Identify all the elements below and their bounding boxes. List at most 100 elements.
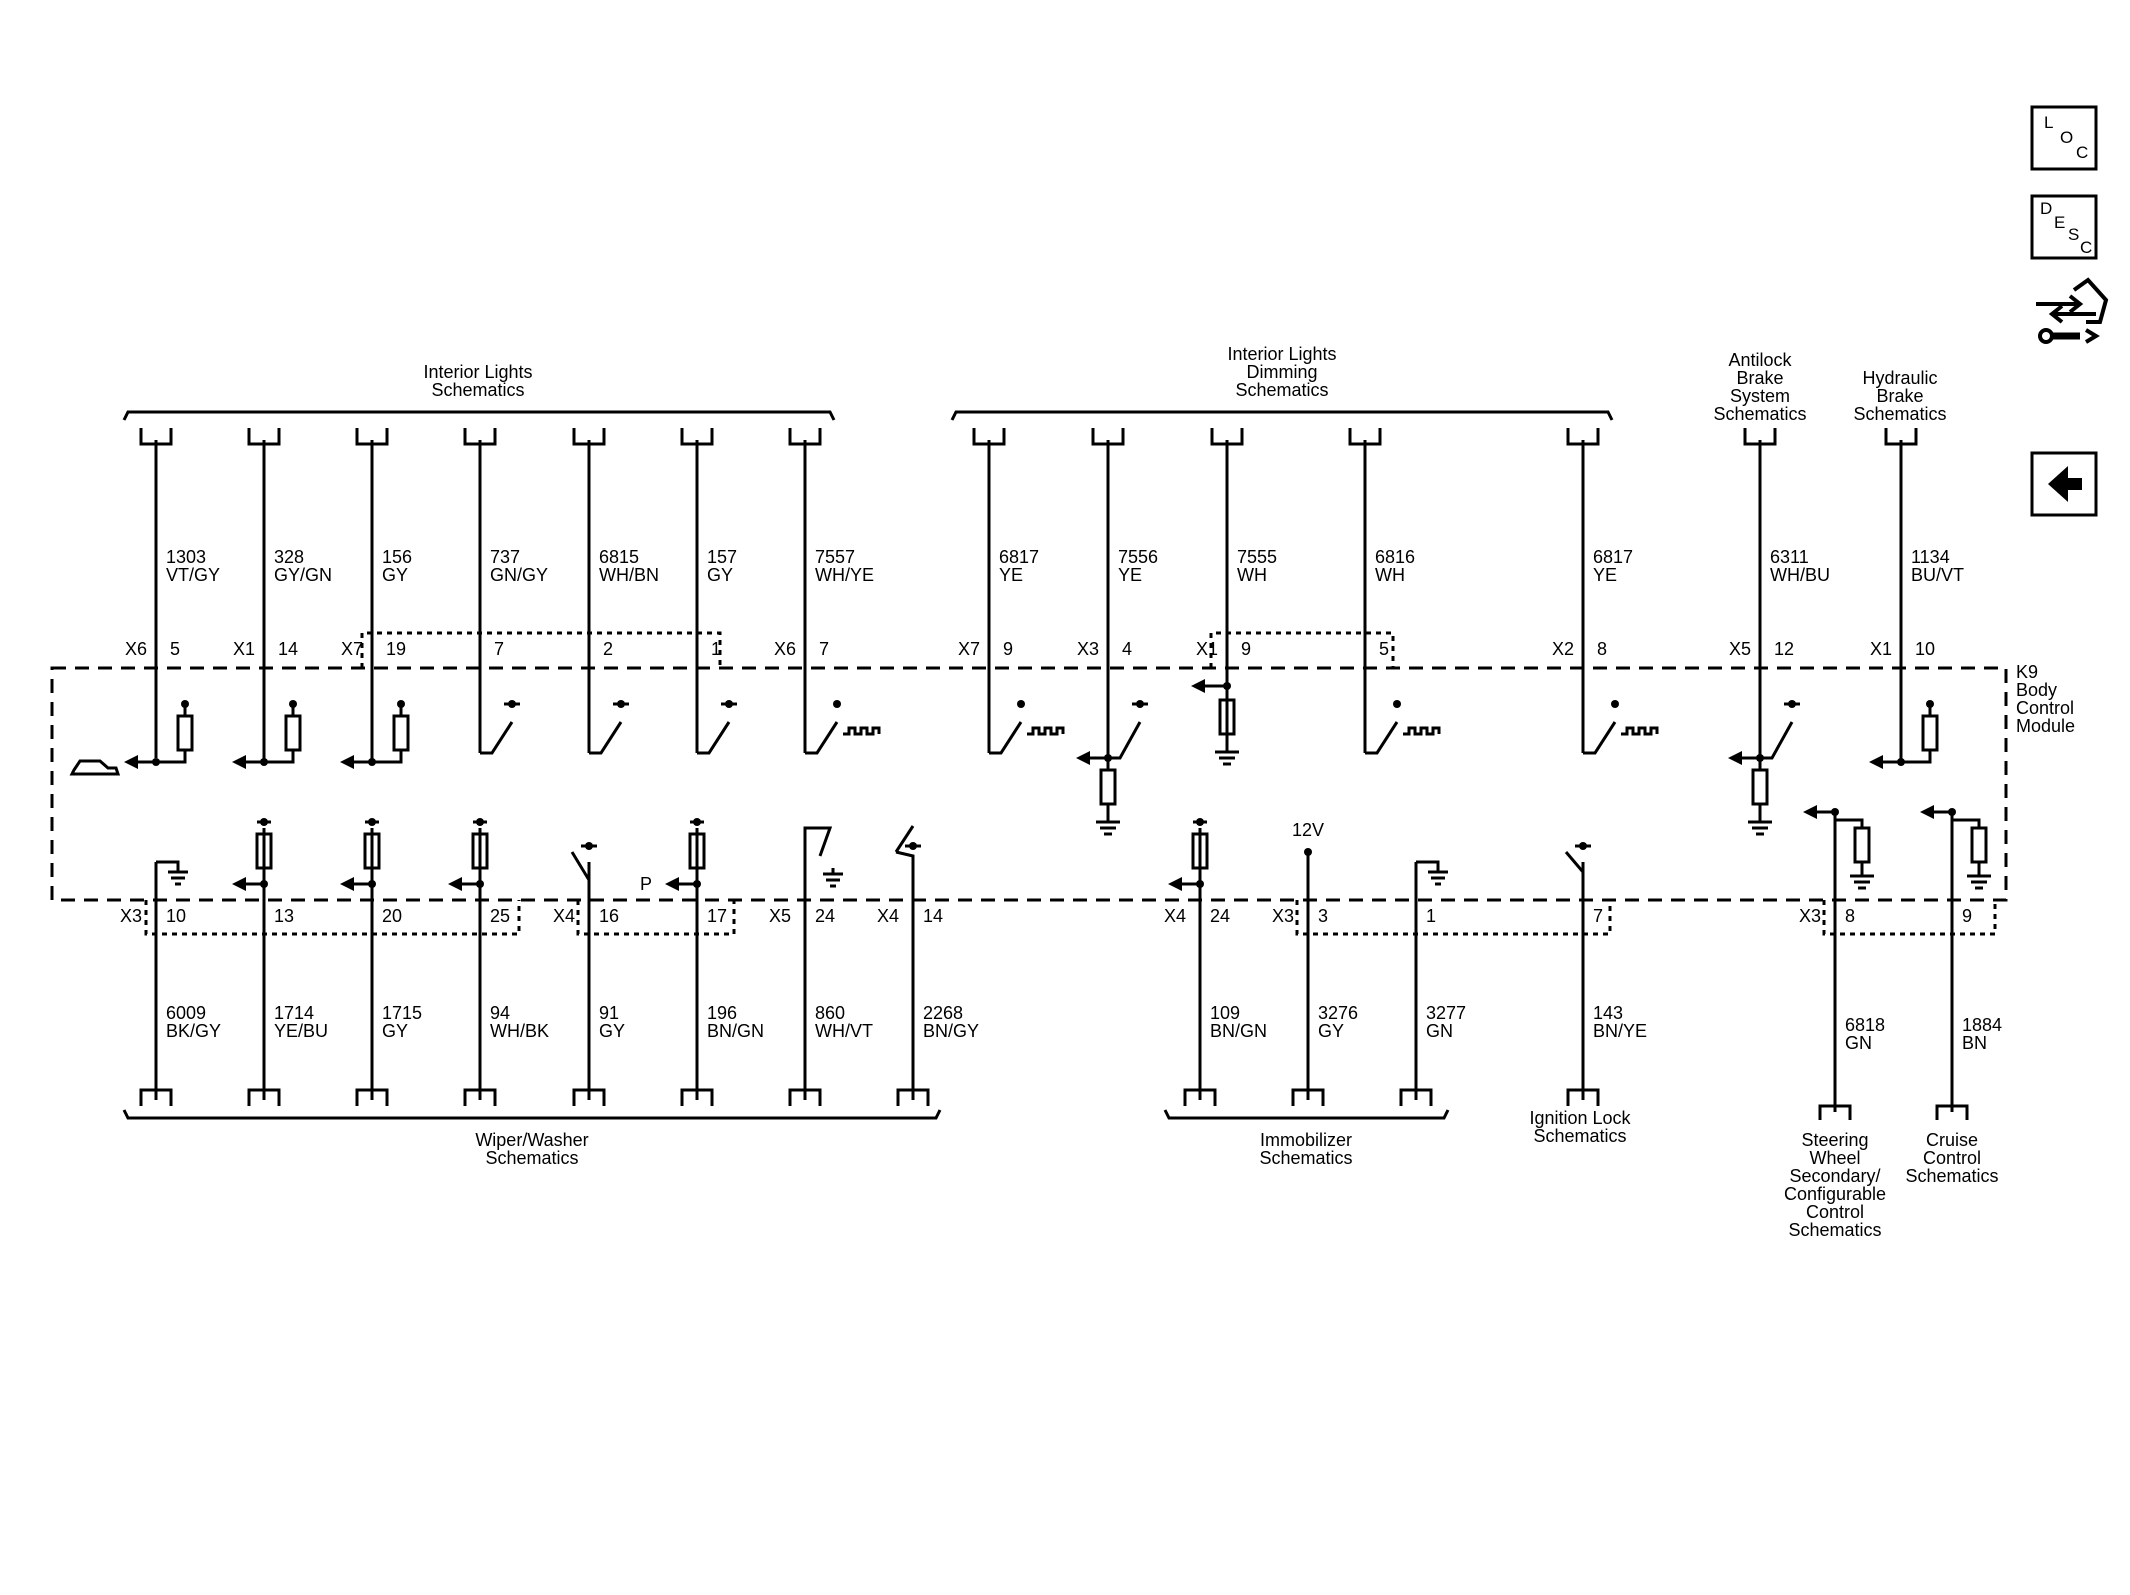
loc-letter-3: C xyxy=(2076,143,2088,162)
group-label-cruise-control: Schematics xyxy=(1905,1166,1998,1186)
connector-id: X4 xyxy=(1164,906,1186,926)
group-label-hydraulic-brake: Schematics xyxy=(1853,404,1946,424)
group-label-antilock-brake: Antilock xyxy=(1728,350,1792,370)
bottom-terminals xyxy=(139,1088,1969,1120)
wire-circuit-number: 1884 xyxy=(1962,1015,2002,1035)
pin-number: 20 xyxy=(382,906,402,926)
connector-id: X1 xyxy=(1870,639,1892,659)
wire-color-code: GN xyxy=(1426,1021,1453,1041)
bracket-interior-dimming xyxy=(950,410,1614,421)
bracket-immobilizer xyxy=(1163,1109,1450,1120)
wire-color-code: YE xyxy=(1118,565,1142,585)
wire-circuit-number: 860 xyxy=(815,1003,845,1023)
wire-circuit-number: 156 xyxy=(382,547,412,567)
desc-letter-4: C xyxy=(2080,238,2092,257)
group-label-immobilizer: Schematics xyxy=(1259,1148,1352,1168)
wire-color-code: WH/BU xyxy=(1770,565,1830,585)
desc-letter-1: D xyxy=(2040,199,2052,218)
desc-letter-3: S xyxy=(2068,225,2079,244)
wire-circuit-number: 109 xyxy=(1210,1003,1240,1023)
pin-number: 8 xyxy=(1845,906,1855,926)
connector-box-x4-wiper xyxy=(576,900,736,936)
pin-number: 2 xyxy=(603,639,613,659)
wire-color-code: GN xyxy=(1845,1033,1872,1053)
connector-box-x3-immob xyxy=(1295,900,1612,936)
connector-id: X3 xyxy=(1272,906,1294,926)
group-label-steering-wheel: Secondary/ xyxy=(1789,1166,1880,1186)
wire-circuit-number: 737 xyxy=(490,547,520,567)
pin-number: 14 xyxy=(278,639,298,659)
pin-number: 19 xyxy=(386,639,406,659)
pin-number: 25 xyxy=(490,906,510,926)
pin-number: 8 xyxy=(1597,639,1607,659)
connector-box-x3-steer xyxy=(1822,900,1997,936)
top-wire-lines xyxy=(154,440,1903,762)
desc-button[interactable]: D E S C xyxy=(2040,199,2092,257)
connector-id: X3 xyxy=(120,906,142,926)
wire-color-code: BN/GN xyxy=(707,1021,764,1041)
bracket-interior-lights xyxy=(122,410,836,421)
module-label: Control xyxy=(2016,698,2074,718)
pin-number: 4 xyxy=(1122,639,1132,659)
wire-color-code: WH/YE xyxy=(815,565,874,585)
wire-circuit-number: 6817 xyxy=(1593,547,1633,567)
wire-color-code: GY xyxy=(707,565,733,585)
back-arrow-icon[interactable] xyxy=(2048,466,2082,502)
pin-number: 16 xyxy=(599,906,619,926)
module-label: Module xyxy=(2016,716,2075,736)
group-label-cruise-control: Cruise xyxy=(1926,1130,1978,1150)
connector-id: X1 xyxy=(1196,639,1218,659)
top-terminals xyxy=(139,428,1918,446)
connector-box-x1-top xyxy=(1209,631,1395,668)
desc-button-frame xyxy=(2030,194,2098,260)
group-label-ignition-lock: Ignition Lock xyxy=(1529,1108,1631,1128)
wire-color-code: WH/BK xyxy=(490,1021,549,1041)
group-label-immobilizer: Immobilizer xyxy=(1260,1130,1352,1150)
pin-number: 10 xyxy=(166,906,186,926)
loc-letter-1: L xyxy=(2044,113,2053,132)
wire-color-code: GY xyxy=(382,565,408,585)
connector-id: X4 xyxy=(877,906,899,926)
group-label-interior-lights-dimming: Schematics xyxy=(1235,380,1328,400)
wire-circuit-number: 1715 xyxy=(382,1003,422,1023)
wire-circuit-number: 196 xyxy=(707,1003,737,1023)
wire-circuit-number: 3277 xyxy=(1426,1003,1466,1023)
wire-circuit-number: 1714 xyxy=(274,1003,314,1023)
pin-number: 7 xyxy=(494,639,504,659)
pin-number: 5 xyxy=(1379,639,1389,659)
module-boundary xyxy=(50,666,2008,902)
wire-circuit-number: 157 xyxy=(707,547,737,567)
arrowheads xyxy=(124,679,1956,891)
group-label-interior-lights-dimming: Interior Lights xyxy=(1227,344,1336,364)
group-label-ignition-lock: Schematics xyxy=(1533,1126,1626,1146)
wire-color-code: WH/BN xyxy=(599,565,659,585)
loc-button[interactable]: L O C xyxy=(2044,113,2088,162)
wire-color-code: GY/GN xyxy=(274,565,332,585)
wire-color-code: YE/BU xyxy=(274,1021,328,1041)
wire-color-code: YE xyxy=(999,565,1023,585)
wire-color-code: GN/GY xyxy=(490,565,548,585)
wire-color-code: BN xyxy=(1962,1033,1987,1053)
wire-circuit-number: 6817 xyxy=(999,547,1039,567)
group-label-steering-wheel: Schematics xyxy=(1788,1220,1881,1240)
wire-color-code: WH xyxy=(1237,565,1267,585)
connector-id: X7 xyxy=(341,639,363,659)
module-label: Body xyxy=(2016,680,2057,700)
connector-wrench-icon[interactable] xyxy=(2036,277,2109,344)
pin-number: 1 xyxy=(1426,906,1436,926)
wire-color-code: BU/VT xyxy=(1911,565,1964,585)
wire-color-code: GY xyxy=(382,1021,408,1041)
connector-id: X6 xyxy=(125,639,147,659)
group-label-steering-wheel: Control xyxy=(1806,1202,1864,1222)
desc-letter-2: E xyxy=(2054,213,2065,232)
voltage-label: 12V xyxy=(1292,820,1324,840)
bottom-components xyxy=(156,810,1991,890)
group-label-steering-wheel: Configurable xyxy=(1784,1184,1886,1204)
group-label-interior-lights: Schematics xyxy=(431,380,524,400)
wire-color-code: BN/GY xyxy=(923,1021,979,1041)
connector-id: X7 xyxy=(958,639,980,659)
group-label-wiper-washer: Schematics xyxy=(485,1148,578,1168)
module-label: K9 xyxy=(2016,662,2038,682)
wire-color-code: BN/YE xyxy=(1593,1021,1647,1041)
wire-circuit-number: 6816 xyxy=(1375,547,1415,567)
